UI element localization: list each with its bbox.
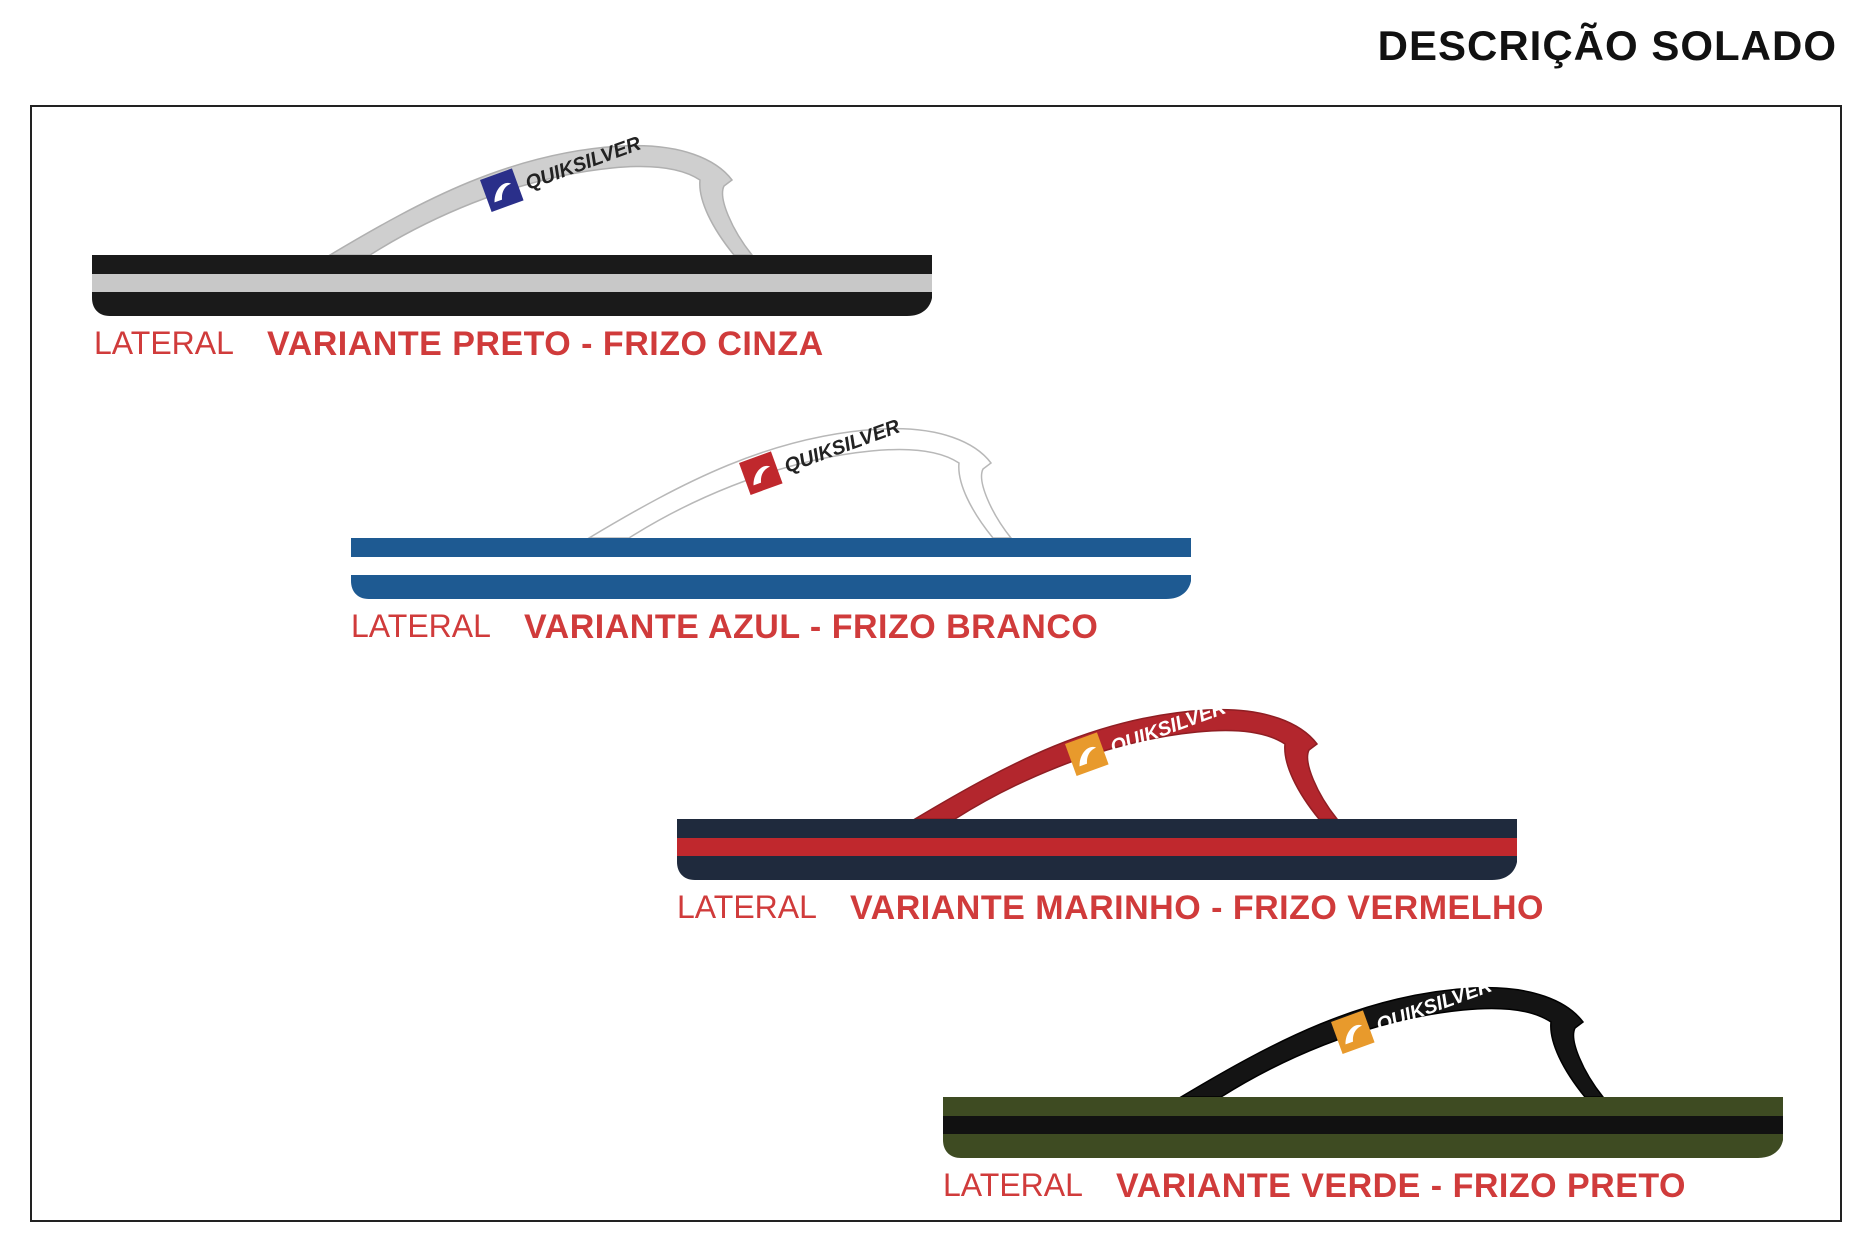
sole-stripe	[943, 1116, 1783, 1134]
variant-marinho: QUIKSILVER LATERAL VARIANTE MARINHO - FR…	[677, 696, 1617, 934]
strap	[1178, 986, 1605, 1098]
sandal-illustration: QUIKSILVER	[351, 415, 1191, 599]
wave-icon	[1345, 1024, 1363, 1045]
sole-stripe	[92, 274, 932, 292]
view-label: LATERAL	[943, 1167, 1083, 1203]
sole-stripe	[677, 838, 1517, 856]
content-frame	[30, 105, 1842, 1222]
variant-name: VARIANTE MARINHO - FRIZO VERMELHO	[850, 889, 1544, 927]
wave-icon	[1079, 746, 1097, 767]
wave-icon	[494, 182, 512, 203]
view-label: LATERAL	[94, 325, 234, 361]
strap	[586, 427, 1013, 539]
strap	[327, 144, 754, 256]
variant-name: VARIANTE VERDE - FRIZO PRETO	[1116, 1167, 1687, 1205]
variant-verde: QUIKSILVER LATERAL VARIANTE VERDE - FRIZ…	[943, 974, 1823, 1212]
wave-icon	[753, 465, 771, 486]
sandal-illustration: QUIKSILVER	[92, 132, 932, 316]
view-label: LATERAL	[677, 889, 817, 925]
sandal-illustration: QUIKSILVER	[943, 974, 1783, 1158]
variant-name: VARIANTE PRETO - FRIZO CINZA	[267, 325, 824, 363]
variant-name: VARIANTE AZUL - FRIZO BRANCO	[524, 608, 1099, 646]
variant-preto: QUIKSILVER LATERAL VARIANTE PRETO - FRIZ…	[92, 132, 972, 370]
view-label: LATERAL	[351, 608, 491, 644]
variant-azul: QUIKSILVER LATERAL VARIANTE AZUL - FRIZO…	[351, 415, 1231, 653]
sole-stripe	[351, 557, 1191, 575]
strap	[912, 708, 1339, 820]
sandal-illustration: QUIKSILVER	[677, 696, 1517, 880]
page-title: DESCRIÇÃO SOLADO	[1377, 22, 1837, 69]
